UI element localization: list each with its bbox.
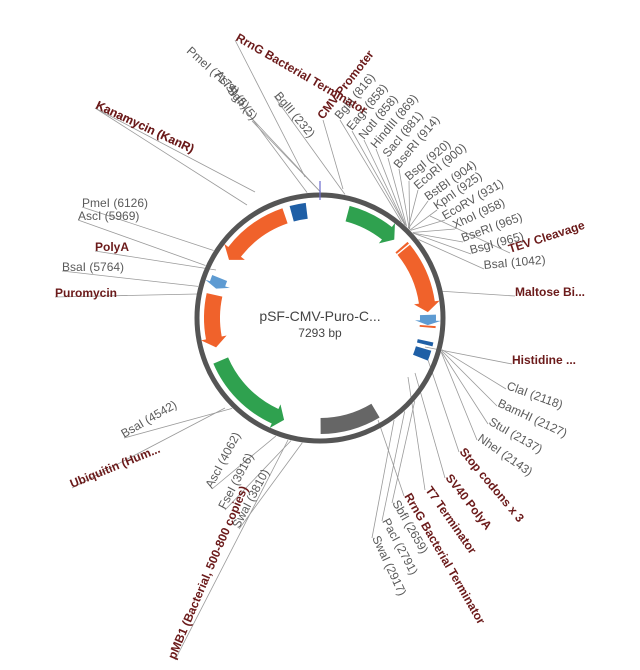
feature-histidine <box>414 314 441 326</box>
feature-leader-line <box>429 215 511 254</box>
site-label: BsaI (1042) <box>483 253 546 272</box>
site-leader-line <box>273 95 346 195</box>
site-leader-line <box>351 130 406 226</box>
feature-label: Maltose Bi... <box>515 285 585 299</box>
feature-leader-line <box>234 39 306 178</box>
feature-rrng-bacterial-terminator <box>289 202 308 222</box>
site-leader-line <box>61 270 199 287</box>
site-leader-line <box>339 119 402 223</box>
feature-label: Kanamycin (KanR) <box>94 98 197 156</box>
plasmid-backbone <box>194 181 446 444</box>
feature-pmb1-bacterial-500-800-copies <box>320 403 380 434</box>
site-leader-line <box>408 200 429 229</box>
feature-kanamycin-kanr <box>224 208 288 260</box>
feature-stop-codons-x-3 <box>419 325 436 329</box>
site-leader-line <box>407 189 419 229</box>
site-leader-line <box>391 400 416 504</box>
site-leader-line <box>410 219 446 231</box>
feature-label: PolyA <box>95 240 129 254</box>
feature-label: Puromycin <box>55 286 117 300</box>
plasmid-name: pSF-CMV-Puro-C... <box>259 308 380 324</box>
site-leader-line <box>412 232 472 255</box>
feature-leader-line <box>437 290 516 297</box>
site-label: BglII (232) <box>272 89 318 140</box>
site-leader-line <box>375 148 407 226</box>
feature-leader-line <box>174 439 289 661</box>
site-leader-line <box>234 95 308 193</box>
site-leader-line <box>441 350 498 407</box>
feature-sv40-polya <box>416 339 434 347</box>
site-leader-line <box>413 232 464 243</box>
feature-maltose-bi <box>397 244 440 313</box>
site-leader-line <box>251 120 321 193</box>
site-leader-line <box>441 349 507 390</box>
site-leader-line <box>371 419 395 539</box>
site-leader-line <box>418 239 485 270</box>
feature-label: Ubiquitin (Hum... <box>68 442 162 491</box>
feature-tev-cleavage <box>395 241 409 254</box>
site-leader-line <box>409 209 438 231</box>
site-leader-line <box>441 351 489 425</box>
feature-arrows <box>201 202 441 434</box>
feature-t7-terminator <box>413 346 432 361</box>
feature-leader-line <box>54 293 198 298</box>
feature-leader-line <box>94 250 217 271</box>
site-leader-line <box>412 228 456 233</box>
feature-leader-line <box>427 359 460 453</box>
feature-leader-line <box>322 119 344 190</box>
site-leader-line <box>77 219 206 266</box>
site-leader-line <box>387 157 408 227</box>
map-labels: PmeI (7174)AsiSI (5)SgfI (5)BglII (232)B… <box>55 30 587 661</box>
site-label: AscI (5969) <box>78 209 139 223</box>
feature-ubiquitin-hum <box>213 357 285 429</box>
site-leader-line <box>224 440 292 511</box>
site-leader-line <box>381 411 406 522</box>
feature-polya <box>205 275 230 289</box>
site-leader-line <box>81 206 214 251</box>
feature-cmv-promoter <box>345 205 395 244</box>
feature-label: pMB1 (Bacterial, 500-800 copies) <box>165 484 251 661</box>
site-label: BsaI (5764) <box>62 260 124 274</box>
site-label: BsaI (4542) <box>119 397 180 440</box>
feature-leader-line <box>377 419 405 497</box>
feature-leader-line <box>407 376 426 491</box>
feature-puromycin <box>201 293 227 348</box>
site-leader-line <box>211 435 277 490</box>
feature-label: Histidine ... <box>512 353 576 367</box>
site-leader-line <box>398 168 410 230</box>
site-leader-line <box>363 139 406 226</box>
plasmid-length: 7293 bp <box>298 326 342 340</box>
feature-leader-line <box>94 107 256 193</box>
feature-leader-line <box>94 107 248 206</box>
site-leader-line <box>440 352 478 441</box>
feature-leader-line <box>71 407 226 489</box>
site-label: PmeI (6126) <box>82 196 148 210</box>
